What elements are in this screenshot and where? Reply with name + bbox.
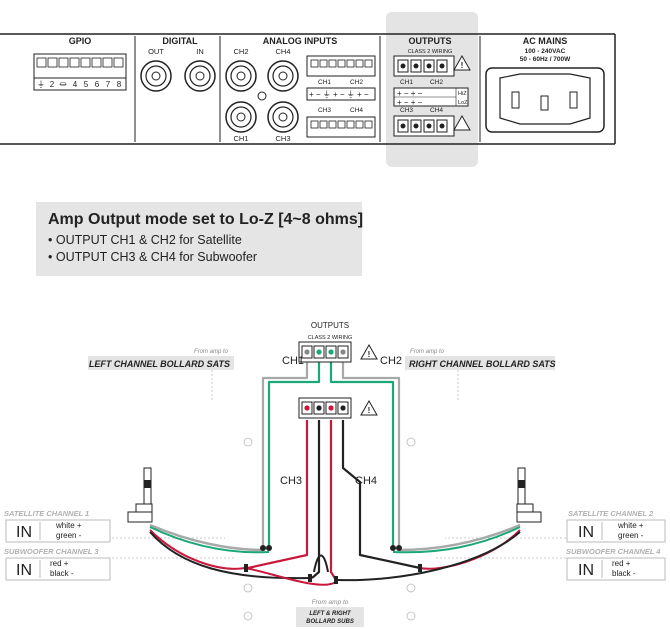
left-sat-in: IN [16, 524, 32, 541]
left-bollard-speaker [127, 467, 153, 523]
analog-ch2-jack [225, 60, 257, 92]
analog-terminal-ch34 [306, 116, 376, 138]
callout-line-2: • OUTPUT CH3 & CH4 for Subwoofer [48, 250, 258, 264]
diagram-output-terminal-top [298, 341, 352, 363]
gpio-terminal-block [33, 53, 127, 91]
warning-icon-2 [453, 114, 471, 131]
analog-term-ch4: CH4 [350, 107, 363, 114]
sat-ch1-label: SATELLITE CHANNEL 1 [4, 509, 89, 518]
mains-freq: 50 - 60Hz / 700W [520, 56, 571, 63]
analog-terminal-ch12 [306, 55, 376, 77]
outputs-ch1-label: CH1 [400, 79, 413, 86]
right-sat-white: white + [617, 521, 644, 530]
analog-ch2-label: CH2 [233, 47, 248, 56]
label-ch2: CH2 [380, 355, 402, 367]
sub-ch3-label: SUBWOOFER CHANNEL 3 [4, 547, 99, 556]
label-ch4: CH4 [355, 475, 377, 487]
digital-out-jack [140, 60, 172, 92]
mains-voltage: 100 - 240VAC [525, 48, 566, 55]
svg-text:!: ! [368, 350, 371, 359]
analog-term-ch3: CH3 [318, 107, 331, 114]
analog-ch3-label: CH3 [275, 134, 290, 143]
left-sat-green: green - [56, 531, 82, 540]
subs-line-2: BOLLARD SUBS [306, 619, 354, 625]
analog-ch1-jack [225, 101, 257, 133]
label-ch3: CH3 [280, 475, 302, 487]
from-amp-left: From amp to [194, 349, 229, 355]
gpio-pin-6: 6 [95, 80, 100, 89]
analog-ch4-jack [267, 60, 299, 92]
gpio-pin-2: 2 [50, 80, 55, 89]
left-sub-red: red + [50, 559, 69, 568]
from-amp-bottom: From amp to [312, 599, 349, 606]
sat-ch2-label: SATELLITE CHANNEL 2 [568, 509, 654, 518]
analog-term-ch2: CH2 [350, 79, 363, 86]
digital-out-label: OUT [148, 47, 164, 56]
analog-pm-row: + − ⏚ + − ⏚ + − [309, 90, 369, 99]
diagram-warning-icon-2 [360, 399, 378, 416]
amp-back-panel: GPIO DIGITAL ANALOG INPUTS OUTPUTS AC MA… [0, 12, 616, 167]
callout-line-1: • OUTPUT CH1 & CH2 for Satellite [48, 233, 242, 247]
loz-label: LoZ [458, 100, 468, 106]
right-sub-in: IN [578, 562, 594, 579]
right-sub-black: black - [612, 569, 636, 578]
outputs-ch4-label: CH4 [430, 107, 443, 114]
analog-ch1-label: CH1 [233, 134, 248, 143]
from-amp-right: From amp to [410, 349, 445, 355]
svg-text:+ − + −: + − + − [397, 98, 423, 107]
left-sat-white: white + [55, 521, 82, 530]
mains-title: AC MAINS [523, 36, 568, 46]
mode-callout: Amp Output mode set to Lo-Z [4~8 ohms] •… [36, 202, 364, 276]
callout-title: Amp Output mode set to Lo-Z [4~8 ohms] [48, 211, 364, 228]
left-sub-in: IN [16, 562, 32, 579]
digital-in-jack [184, 60, 216, 92]
gpio-pin-1: ⏚ [37, 80, 45, 89]
outputs-terminal-top [393, 55, 455, 77]
gpio-title: GPIO [69, 36, 92, 46]
outputs-title: OUTPUTS [408, 36, 451, 46]
analog-ch4-label: CH4 [275, 47, 290, 56]
ground-screw [257, 91, 267, 101]
diagram-class2-label: CLASS 2 WIRING [308, 335, 353, 341]
svg-text:!: ! [368, 406, 371, 415]
hiz-label: HiZ [458, 91, 467, 97]
outputs-ch3-label: CH3 [400, 107, 413, 114]
analog-term-ch1: CH1 [318, 79, 331, 86]
analog-title: ANALOG INPUTS [263, 36, 338, 46]
diagram-output-terminal-bottom [298, 397, 352, 419]
diagram-outputs-label: OUTPUTS [311, 321, 349, 330]
gpio-pin-8: 8 [117, 80, 122, 89]
svg-text:+ − + −: + − + − [397, 89, 423, 98]
digital-in-label: IN [196, 47, 204, 56]
right-sat-in: IN [578, 524, 594, 541]
left-sub-black: black - [50, 569, 74, 578]
diagram-warning-icon [360, 343, 378, 360]
sub-ch4-label: SUBWOOFER CHANNEL 4 [566, 547, 661, 556]
right-sat-green: green - [618, 531, 644, 540]
outputs-ch2-label: CH2 [430, 79, 443, 86]
gpio-pin-3: ⏛ [59, 80, 67, 89]
iec-power-inlet [485, 67, 605, 133]
gpio-pin-7: 7 [106, 80, 111, 89]
outputs-terminal-bottom [393, 115, 455, 137]
gpio-pin-4: 4 [73, 80, 78, 89]
analog-ch3-jack [267, 101, 299, 133]
digital-title: DIGITAL [162, 36, 198, 46]
subs-line-1: LEFT & RIGHT [309, 611, 352, 617]
outputs-class2: CLASS 2 WIRING [408, 49, 453, 55]
wiring-diagram: OUTPUTS CLASS 2 WIRING ! ! CH1 CH2 CH3 C… [4, 321, 666, 627]
left-sats-label: LEFT CHANNEL BOLLARD SATS [89, 359, 230, 369]
gpio-pin-5: 5 [84, 80, 89, 89]
right-sub-red: red + [612, 559, 631, 568]
right-sats-label: RIGHT CHANNEL BOLLARD SATS [409, 359, 556, 369]
right-bollard-speaker [516, 467, 542, 523]
warning-icon [453, 54, 471, 71]
svg-text:!: ! [461, 61, 464, 70]
label-ch1: CH1 [282, 355, 304, 367]
